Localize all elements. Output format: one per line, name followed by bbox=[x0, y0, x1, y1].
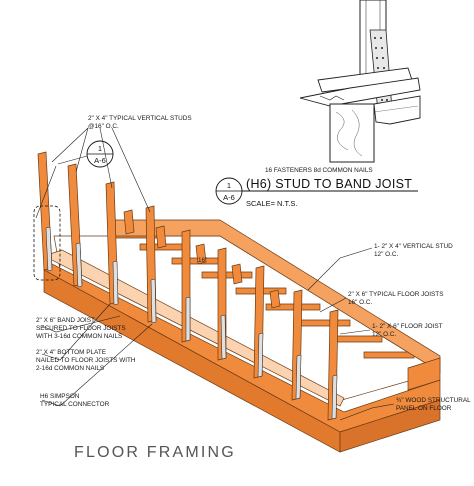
callout-sheet: A-6 bbox=[94, 156, 106, 165]
detail-title: (H6) STUD TO BAND JOIST bbox=[246, 177, 412, 191]
detail-highlight bbox=[33, 205, 61, 281]
detail-sheet-ref: A-6 bbox=[223, 193, 235, 202]
label-panel-2: PANEL ON FLOOR bbox=[396, 405, 452, 412]
spacing-label: 16" bbox=[198, 257, 207, 264]
label-connector-1: H6 SIMPSON bbox=[40, 393, 80, 400]
detail-scale: SCALE= N.T.S. bbox=[246, 199, 297, 208]
label-floor-joist-1: 1- 2" X 6" FLOOR JOIST bbox=[372, 323, 443, 330]
label-bottom-plate-2: NAILED TO FLOOR JOISTS WITH bbox=[36, 357, 136, 364]
label-vertical-stud-1: 1- 2" X 4" VERTICAL STUD bbox=[374, 243, 453, 250]
label-floor-joists-typ-2: 16" O.C. bbox=[348, 299, 373, 306]
annotation-labels: 2" X 4" TYPICAL VERTICAL STUDS @16" O.C.… bbox=[36, 115, 471, 412]
detail-title-block: 16 FASTENERS 8d COMMON NAILS 1 A-6 (H6) … bbox=[215, 167, 418, 208]
detail-drawing bbox=[299, 0, 421, 163]
label-connector-2: TYPICAL CONNECTOR bbox=[40, 401, 110, 408]
label-floor-joists-typ-1: 2" X 6" TYPICAL FLOOR JOISTS bbox=[348, 291, 443, 298]
label-bottom-plate-3: 2-16d COMMON NAILS bbox=[36, 365, 104, 372]
label-vertical-stud-2: 12" O.C. bbox=[374, 251, 399, 258]
label-typical-studs-1: 2" X 4" TYPICAL VERTICAL STUDS bbox=[88, 115, 192, 122]
detail-number: 1 bbox=[227, 181, 231, 190]
label-typical-studs-2: @16" O.C. bbox=[88, 123, 119, 130]
fastener-note: 16 FASTENERS 8d COMMON NAILS bbox=[265, 167, 373, 174]
leader-lines bbox=[41, 127, 395, 421]
label-band-joist-3: WITH 3-16d COMMON NAILS bbox=[36, 333, 122, 340]
label-band-joist-1: 2" X 6" BAND JOIST bbox=[36, 317, 95, 324]
label-floor-joist-2: 12" O.C. bbox=[372, 331, 397, 338]
h6-connectors bbox=[45, 226, 338, 420]
callout-number: 1 bbox=[98, 144, 102, 153]
label-band-joist-2: SECURED TO FLOOR JOISTS bbox=[36, 325, 126, 332]
bottom-plate bbox=[43, 249, 345, 407]
label-bottom-plate-1: 2" X 4" BOTTOM PLATE bbox=[36, 349, 106, 356]
floor-framing bbox=[33, 151, 441, 453]
label-panel-1: ¾" WOOD STRUCTURAL bbox=[396, 397, 471, 404]
drawing-title: FLOOR FRAMING bbox=[74, 444, 236, 461]
